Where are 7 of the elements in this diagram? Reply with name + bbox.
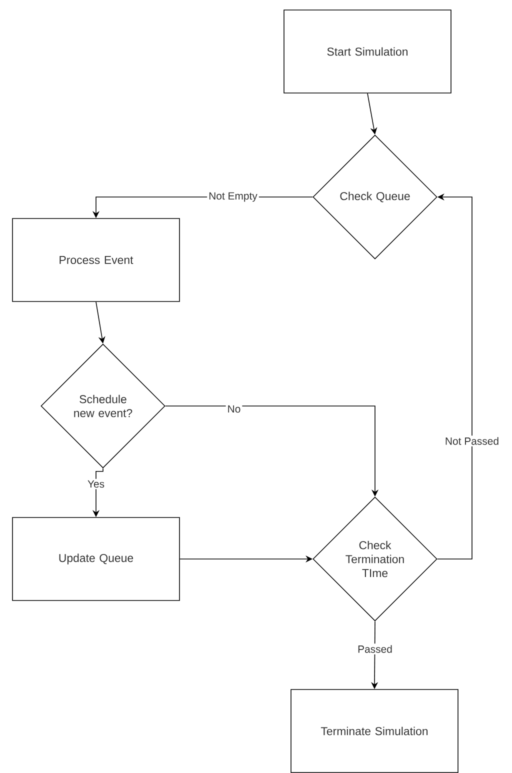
process-box: Start Simulation [284,10,452,94]
edge-label: Passed [356,644,394,654]
process-box: Process Event [12,218,180,302]
edge-label: Not Passed [443,436,501,446]
process-box: Update Queue [12,517,180,601]
edge-label: Not Empty [207,190,259,204]
process-box: Terminate Simulation [290,689,458,773]
